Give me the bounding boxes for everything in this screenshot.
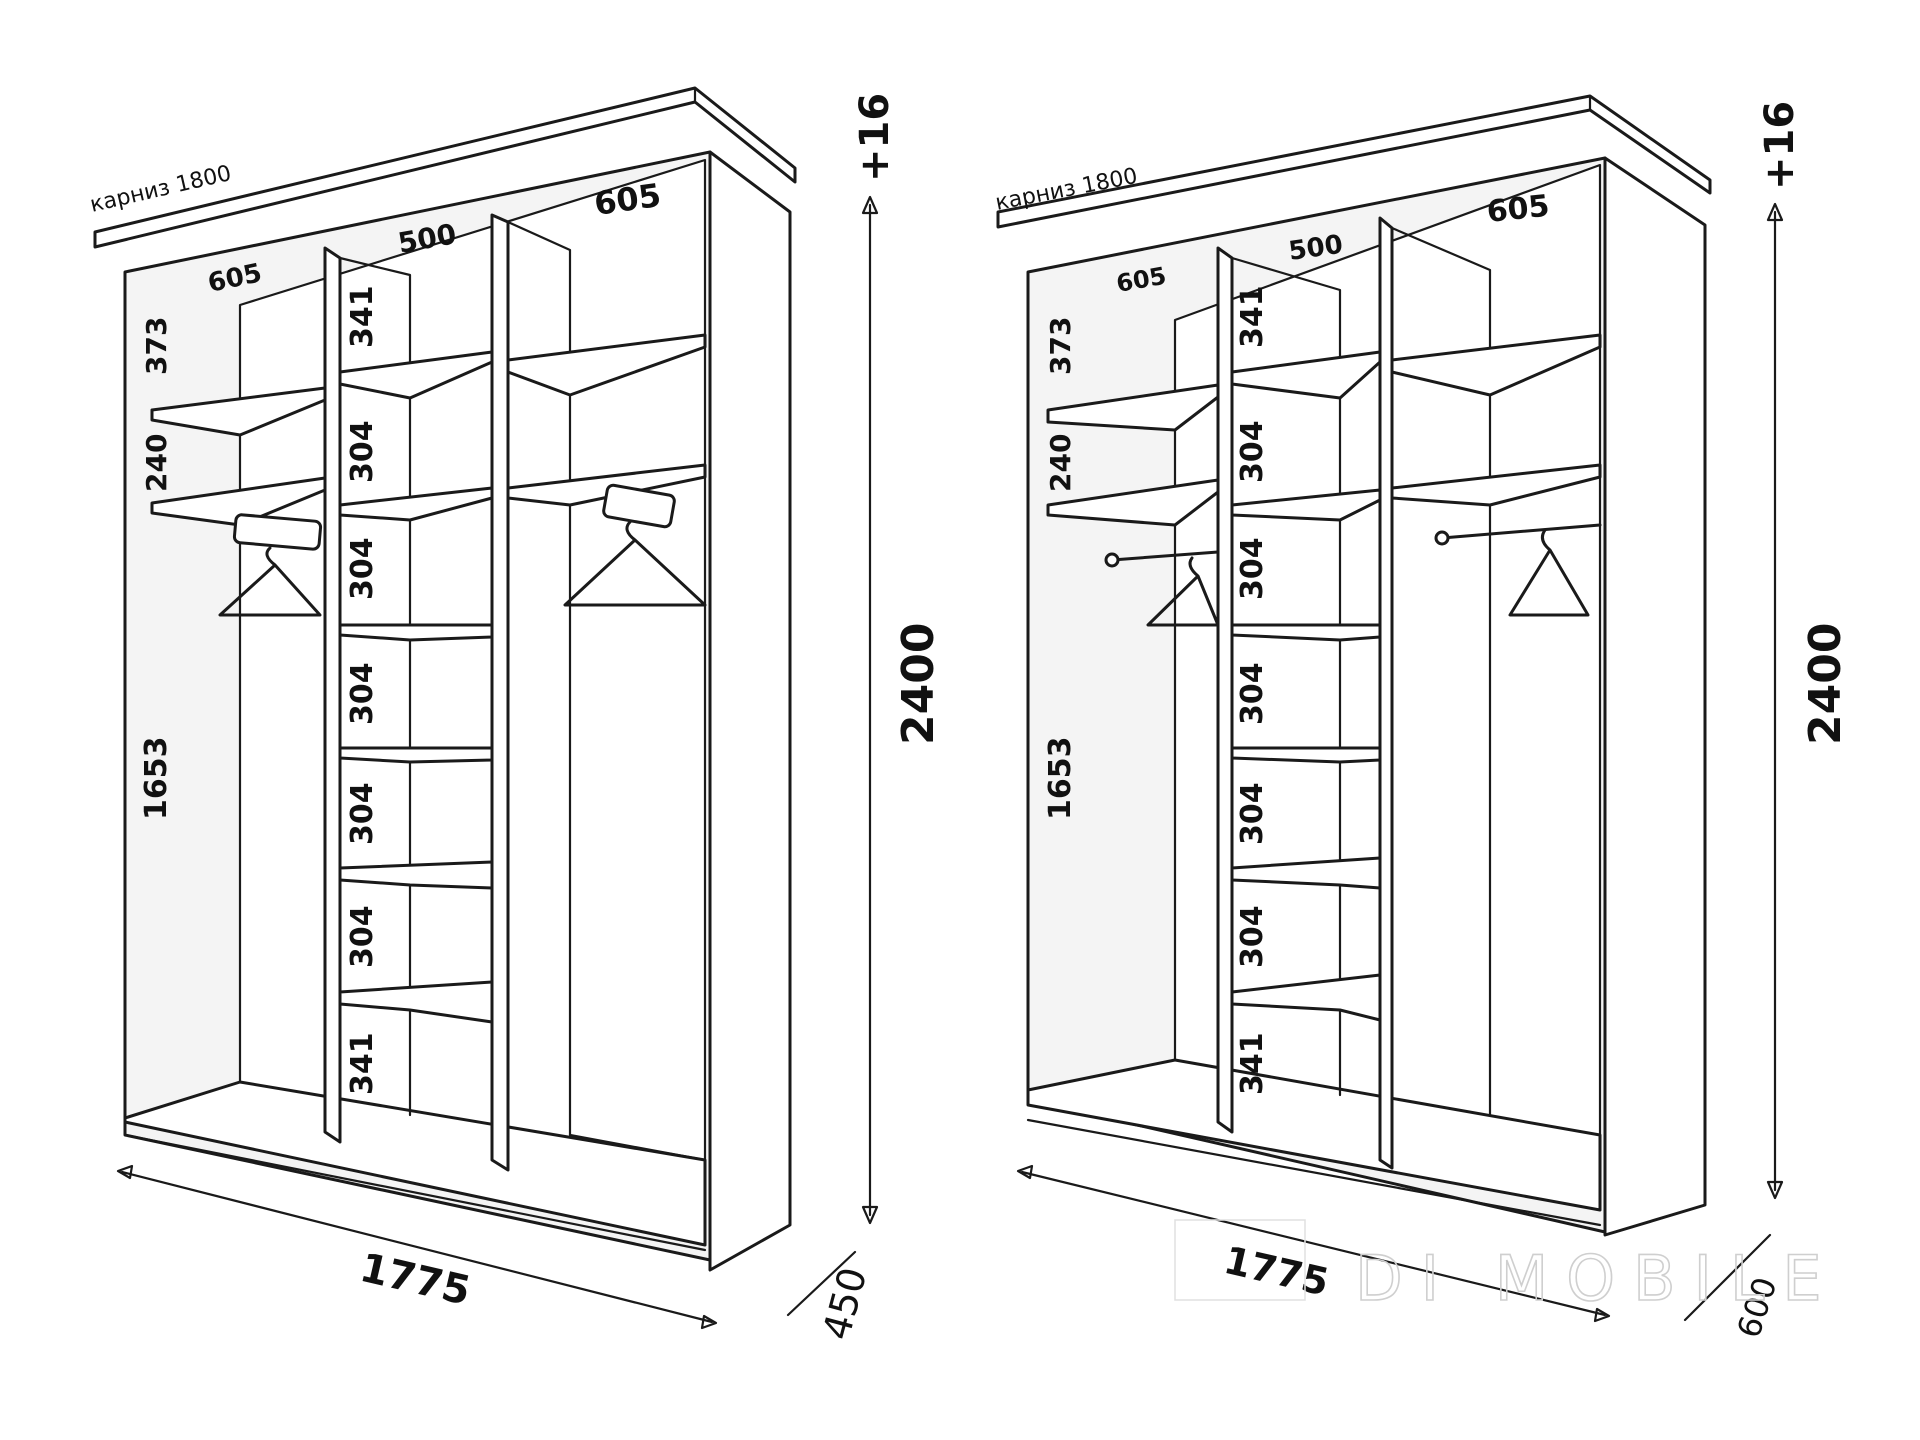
left-height-1-left: 240 — [140, 434, 173, 492]
divider-2-left — [490, 213, 510, 1172]
hanger-right-1 — [563, 483, 707, 607]
mid-height-2-left: 304 — [345, 537, 380, 600]
left-height-2-right: 1653 — [1043, 737, 1078, 821]
width-total-label-left: 1775 — [356, 1245, 475, 1315]
mid-height-6-left: 341 — [345, 1032, 380, 1095]
hanger-left-1 — [218, 513, 323, 617]
left-height-1-right: 240 — [1044, 434, 1077, 492]
mid-height-6-right: 341 — [1235, 1032, 1270, 1095]
depth-label-left: 450 — [814, 1263, 875, 1344]
mid-height-5-left: 304 — [345, 905, 380, 968]
col-right-width-label-right: 605 — [1485, 189, 1551, 230]
height-total-label-right: 2400 — [1800, 623, 1851, 745]
watermark-logo: DI MOBILE — [1174, 1219, 1840, 1316]
width-total-label-right: 1775 — [1220, 1238, 1333, 1305]
mid-height-5-right: 304 — [1235, 905, 1270, 968]
left-height-0-left: 373 — [140, 317, 173, 375]
left-height-0-right: 373 — [1044, 317, 1077, 375]
height-plus-label-left: +16 — [852, 93, 898, 182]
divider-1-left — [323, 246, 342, 1144]
height-plus-label-right: +16 — [1757, 101, 1803, 190]
divider-2-right — [1378, 216, 1394, 1170]
mid-height-1-right: 304 — [1235, 420, 1270, 483]
left-height-2-left: 1653 — [139, 737, 174, 821]
wardrobe-left — [93, 86, 797, 1272]
mid-height-0-left: 341 — [345, 285, 380, 348]
rod-hanger-right-2 — [1434, 523, 1602, 617]
col-right-width-label-left: 605 — [592, 176, 663, 223]
mid-height-3-right: 304 — [1235, 662, 1270, 725]
mid-height-1-left: 304 — [345, 420, 380, 483]
mid-height-0-right: 341 — [1235, 285, 1270, 348]
watermark-text: DI MOBILE — [1355, 1242, 1840, 1315]
side-panel-left — [708, 150, 792, 1272]
divider-1-right — [1216, 246, 1234, 1134]
rod-hanger-left-2 — [1104, 550, 1220, 627]
mid-height-2-right: 304 — [1235, 537, 1270, 600]
mid-height-4-right: 304 — [1235, 782, 1270, 845]
col-middle-width-label-right: 500 — [1287, 230, 1345, 267]
mid-height-4-left: 304 — [345, 782, 380, 845]
wardrobe-right — [996, 94, 1712, 1237]
mid-height-3-left: 304 — [345, 662, 380, 725]
height-total-label-left: 2400 — [893, 623, 944, 745]
side-panel-right — [1603, 156, 1707, 1237]
